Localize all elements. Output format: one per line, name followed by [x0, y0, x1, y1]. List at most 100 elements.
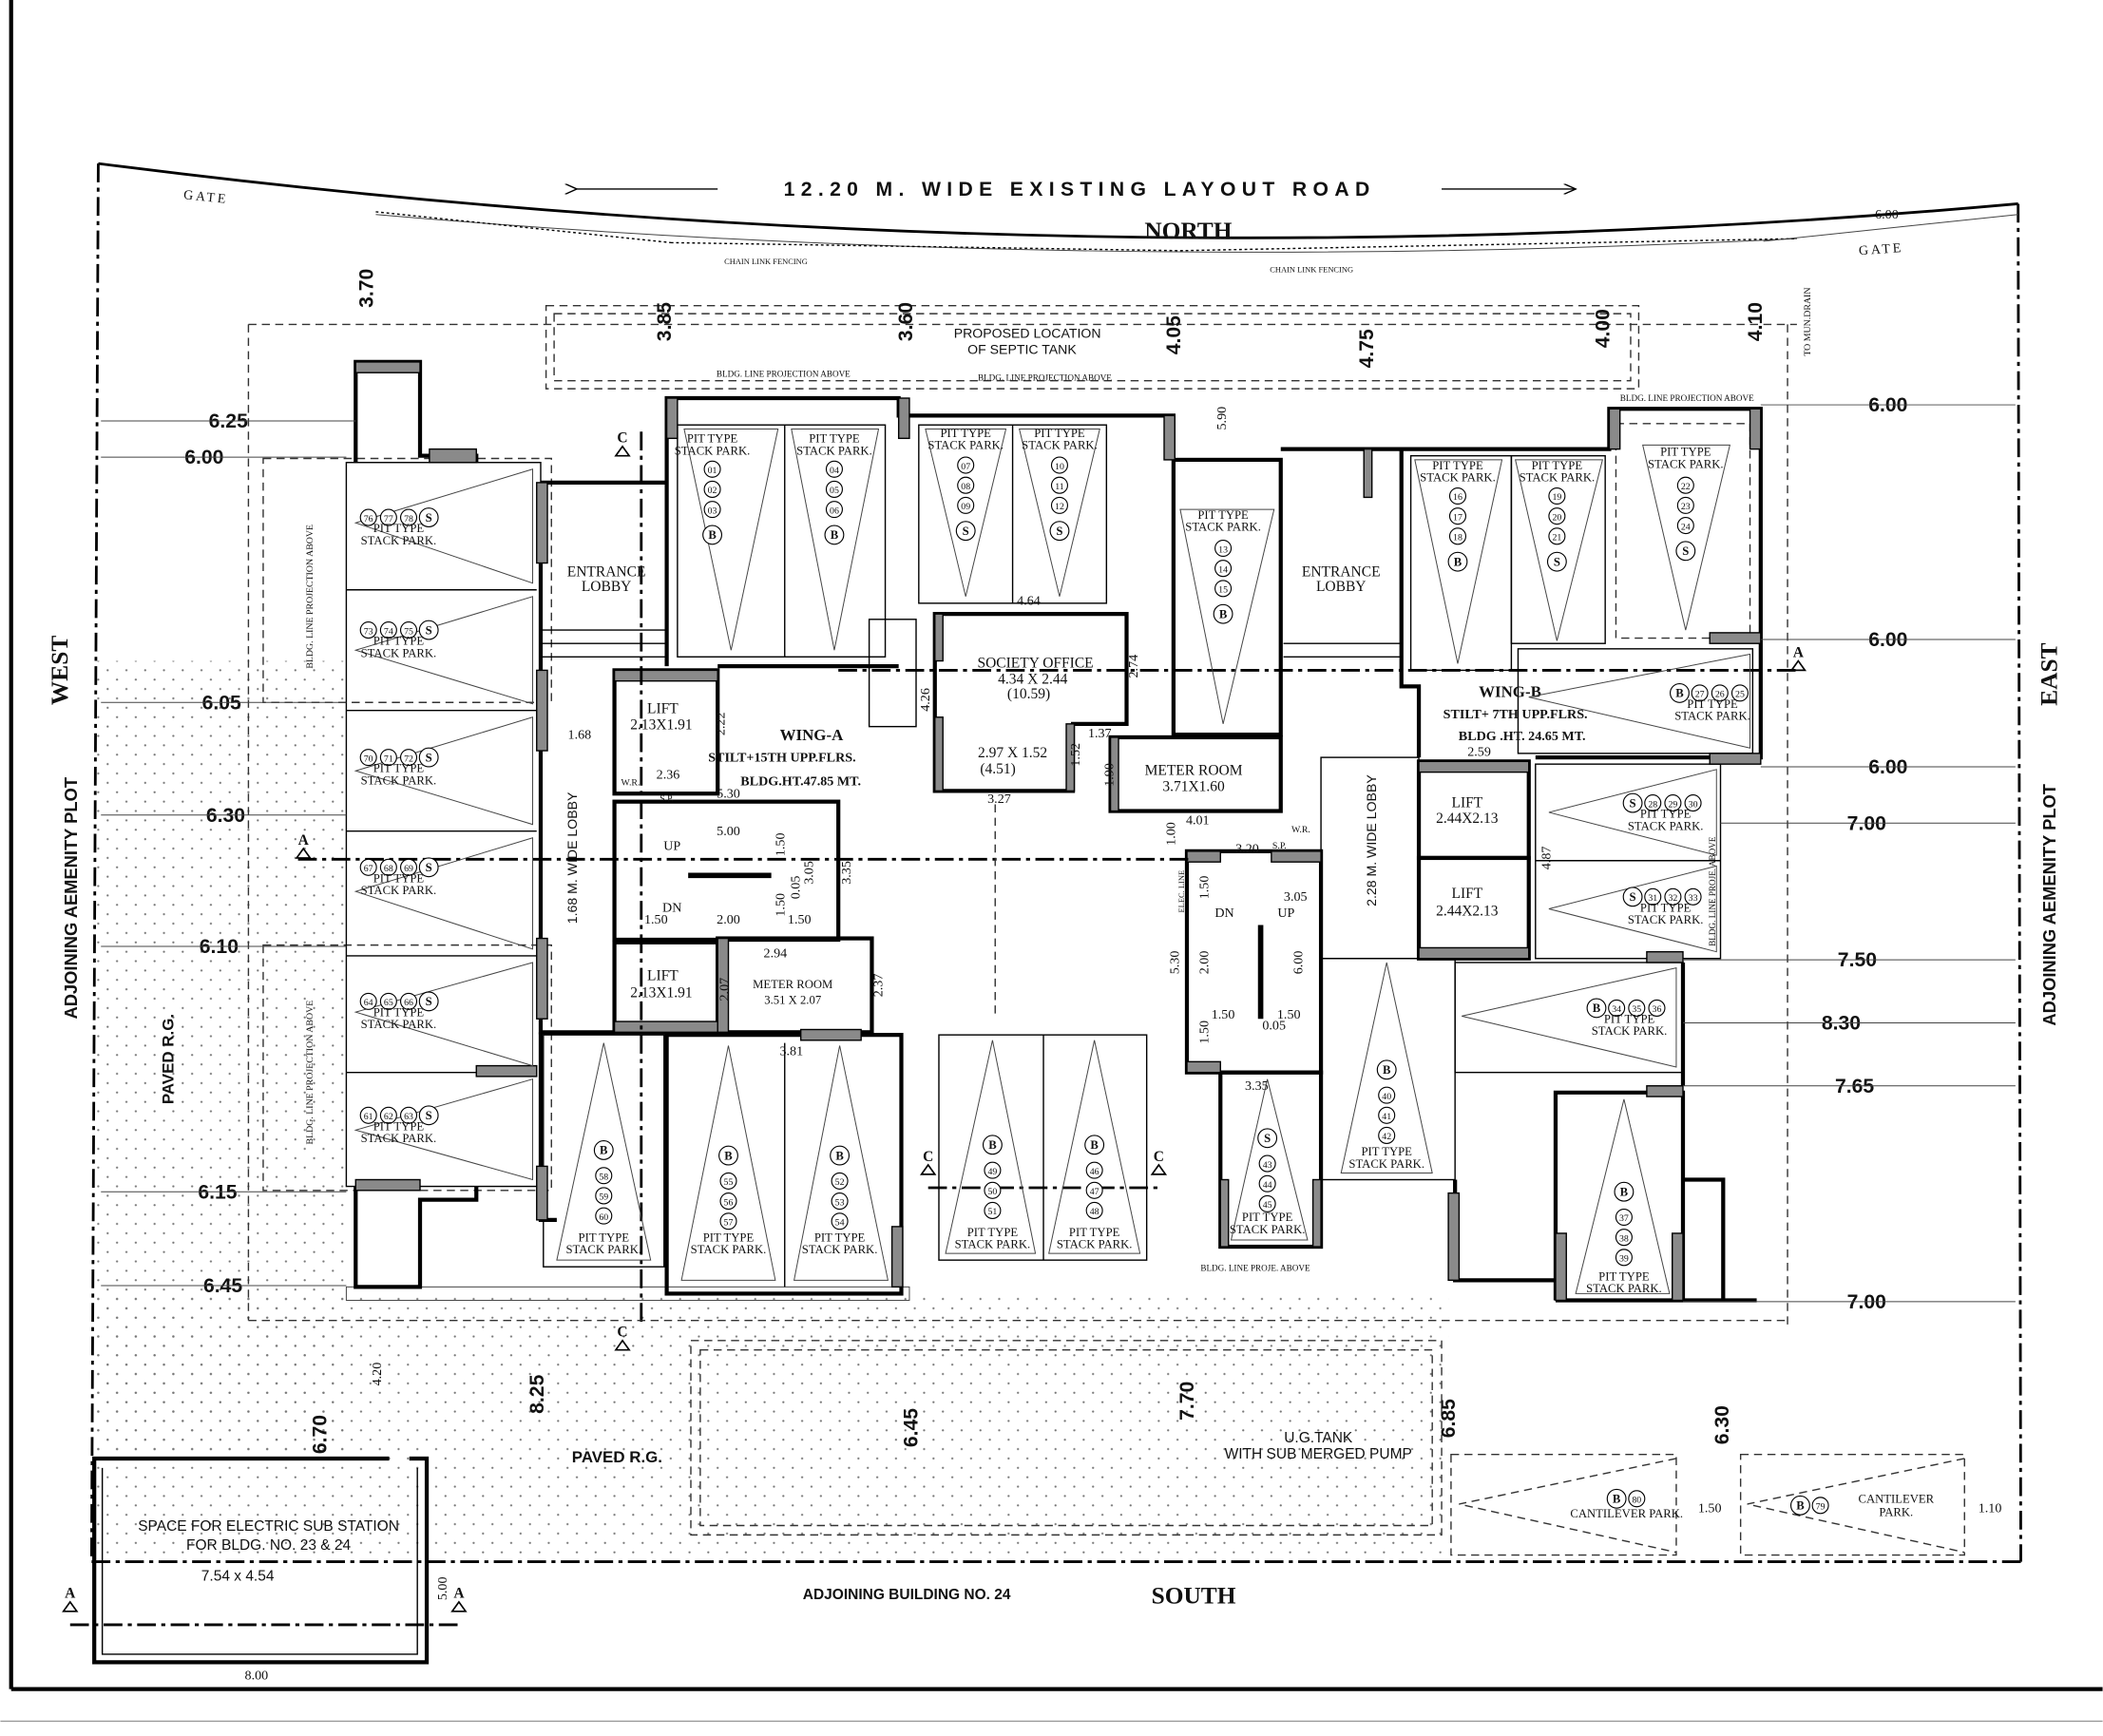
parking-marker-text: 61	[364, 1112, 373, 1122]
parking-marker-text: 34	[1612, 1004, 1621, 1015]
paved-rg-label: PAVED R.G.	[159, 1014, 177, 1104]
parking-label: STACK PARK.	[1592, 1024, 1668, 1038]
parking-number-marker	[831, 1212, 849, 1230]
dimension-label: 3.81	[779, 1043, 803, 1059]
parking-marker-text: 37	[1619, 1213, 1629, 1224]
section-marker: A	[65, 1586, 76, 1602]
septic-line1: PROPOSED LOCATION	[954, 326, 1101, 341]
parking-type-marker	[418, 857, 439, 878]
wing-b-lift-title: LIFT	[1451, 794, 1482, 811]
adjoining-west-label: ADJOINING AEMENITY PLOT	[61, 777, 81, 1020]
parking-number-marker	[1548, 507, 1566, 525]
parking-number-marker	[1711, 684, 1729, 702]
parking-label: PARK.	[1879, 1506, 1913, 1519]
parking-label: STACK PARK.	[361, 1132, 437, 1145]
east-label: EAST	[2036, 642, 2063, 705]
parking-label: STACK PARK.	[361, 773, 437, 787]
parking-marker-text: 62	[384, 1112, 393, 1122]
parking-number-marker	[831, 1172, 849, 1190]
parking-number-marker	[1258, 1194, 1276, 1212]
parking-marker-text: 52	[835, 1177, 845, 1188]
dimension-label: 8.25	[526, 1374, 548, 1413]
dimension-label: 3.05	[801, 861, 816, 885]
parking-marker-text: 45	[1263, 1200, 1272, 1211]
parking-marker-text: 75	[404, 626, 413, 637]
dimension-label: 2.94	[764, 945, 788, 961]
parking-label: PIT TYPE	[1532, 459, 1583, 472]
wing-b-wr: W.R.	[1291, 825, 1310, 835]
dimension-label: 5.30	[717, 786, 740, 801]
parking-label: STACK PARK.	[802, 1243, 878, 1256]
parking-marker-text: 33	[1689, 893, 1698, 904]
dimension-label: 1.50	[1197, 1021, 1213, 1044]
parking-type-marker	[982, 1135, 1003, 1155]
section-arrow-icon	[62, 1600, 79, 1612]
parking-marker-text: 47	[1090, 1187, 1099, 1197]
parking-label: PIT TYPE	[1034, 427, 1085, 440]
parking-label: PIT TYPE	[809, 432, 860, 446]
section-arrow-icon	[614, 1339, 631, 1351]
parking-marker-text: B	[1620, 1185, 1629, 1198]
dimension-label: 5.00	[435, 1576, 450, 1600]
parking-number-marker	[399, 1106, 418, 1124]
wing-b-meter-room: METER ROOM	[1145, 762, 1243, 778]
parking-type-marker	[593, 1140, 614, 1160]
parking-number-marker	[1214, 560, 1233, 578]
section-arrow-icon	[1150, 1163, 1168, 1175]
parking-type-marker	[1213, 603, 1233, 624]
bay-marking	[1340, 962, 1433, 1173]
dimension-label: 8.30	[1822, 1013, 1861, 1035]
parking-label: PIT TYPE	[1660, 446, 1711, 459]
dimension-label: 2.22	[713, 713, 728, 736]
dimension-label: 4.26	[918, 688, 933, 712]
building-walls	[262, 359, 1763, 1303]
parking-number-marker	[359, 621, 377, 639]
wing-a-wr: W.R.	[621, 778, 640, 789]
bay-marking	[1414, 459, 1503, 664]
parking-marker-text: 64	[364, 998, 373, 1008]
section-marker: C	[617, 1325, 627, 1341]
parking-number-marker	[1378, 1106, 1396, 1124]
parking-number-marker	[1214, 580, 1233, 598]
parking-marker-text: S	[426, 511, 432, 525]
parking-number-marker	[1448, 527, 1467, 545]
parking-marker-text: 12	[1055, 502, 1064, 512]
wing-a-lift-size: 2.13X1.91	[630, 985, 692, 1002]
parking-number-marker	[1085, 1161, 1103, 1179]
dimension-label: 4.87	[1539, 847, 1554, 870]
bay-marking	[354, 468, 534, 584]
section-marker: C	[923, 1149, 933, 1165]
parking-marker-text: 14	[1218, 564, 1228, 575]
section-arrow-icon	[1789, 659, 1807, 672]
parking-marker-text: 39	[1619, 1254, 1629, 1265]
parking-label: STACK PARK.	[1648, 457, 1724, 470]
parking-number-marker	[399, 749, 418, 767]
dimension-label: 6.05	[202, 692, 241, 714]
section-marker: C	[1154, 1149, 1164, 1165]
parking-number-marker	[399, 858, 418, 876]
wing-a-lift-title: LIFT	[647, 701, 679, 717]
projection-note: BLDG. LINE PROJECTION ABOVE	[305, 1001, 315, 1145]
bay-marking	[683, 428, 779, 651]
parking-number-marker	[595, 1207, 613, 1225]
wing-a-meter-size: 3.51 X 2.07	[764, 994, 821, 1007]
parking-label: PIT TYPE	[1432, 459, 1483, 472]
projection-note: BLDG. LINE PROJE. ABOVE	[1708, 836, 1717, 946]
substation-size: 7.54 x 4.54	[201, 1568, 275, 1584]
parking-number-marker	[957, 456, 975, 474]
bay-marking	[680, 1045, 776, 1281]
drainage-lines	[247, 323, 1965, 1556]
bay-marking	[1575, 1098, 1671, 1294]
parking-marker-text: 72	[404, 754, 413, 764]
bay-marking	[354, 837, 534, 950]
parking-marker-text: 05	[830, 486, 839, 496]
mun-drain-label: TO MUN.DRAIN	[1803, 288, 1813, 356]
parking-marker-text: 73	[364, 626, 373, 637]
dimension-label: 6.00	[1290, 951, 1306, 975]
parking-number-marker	[1214, 539, 1233, 558]
